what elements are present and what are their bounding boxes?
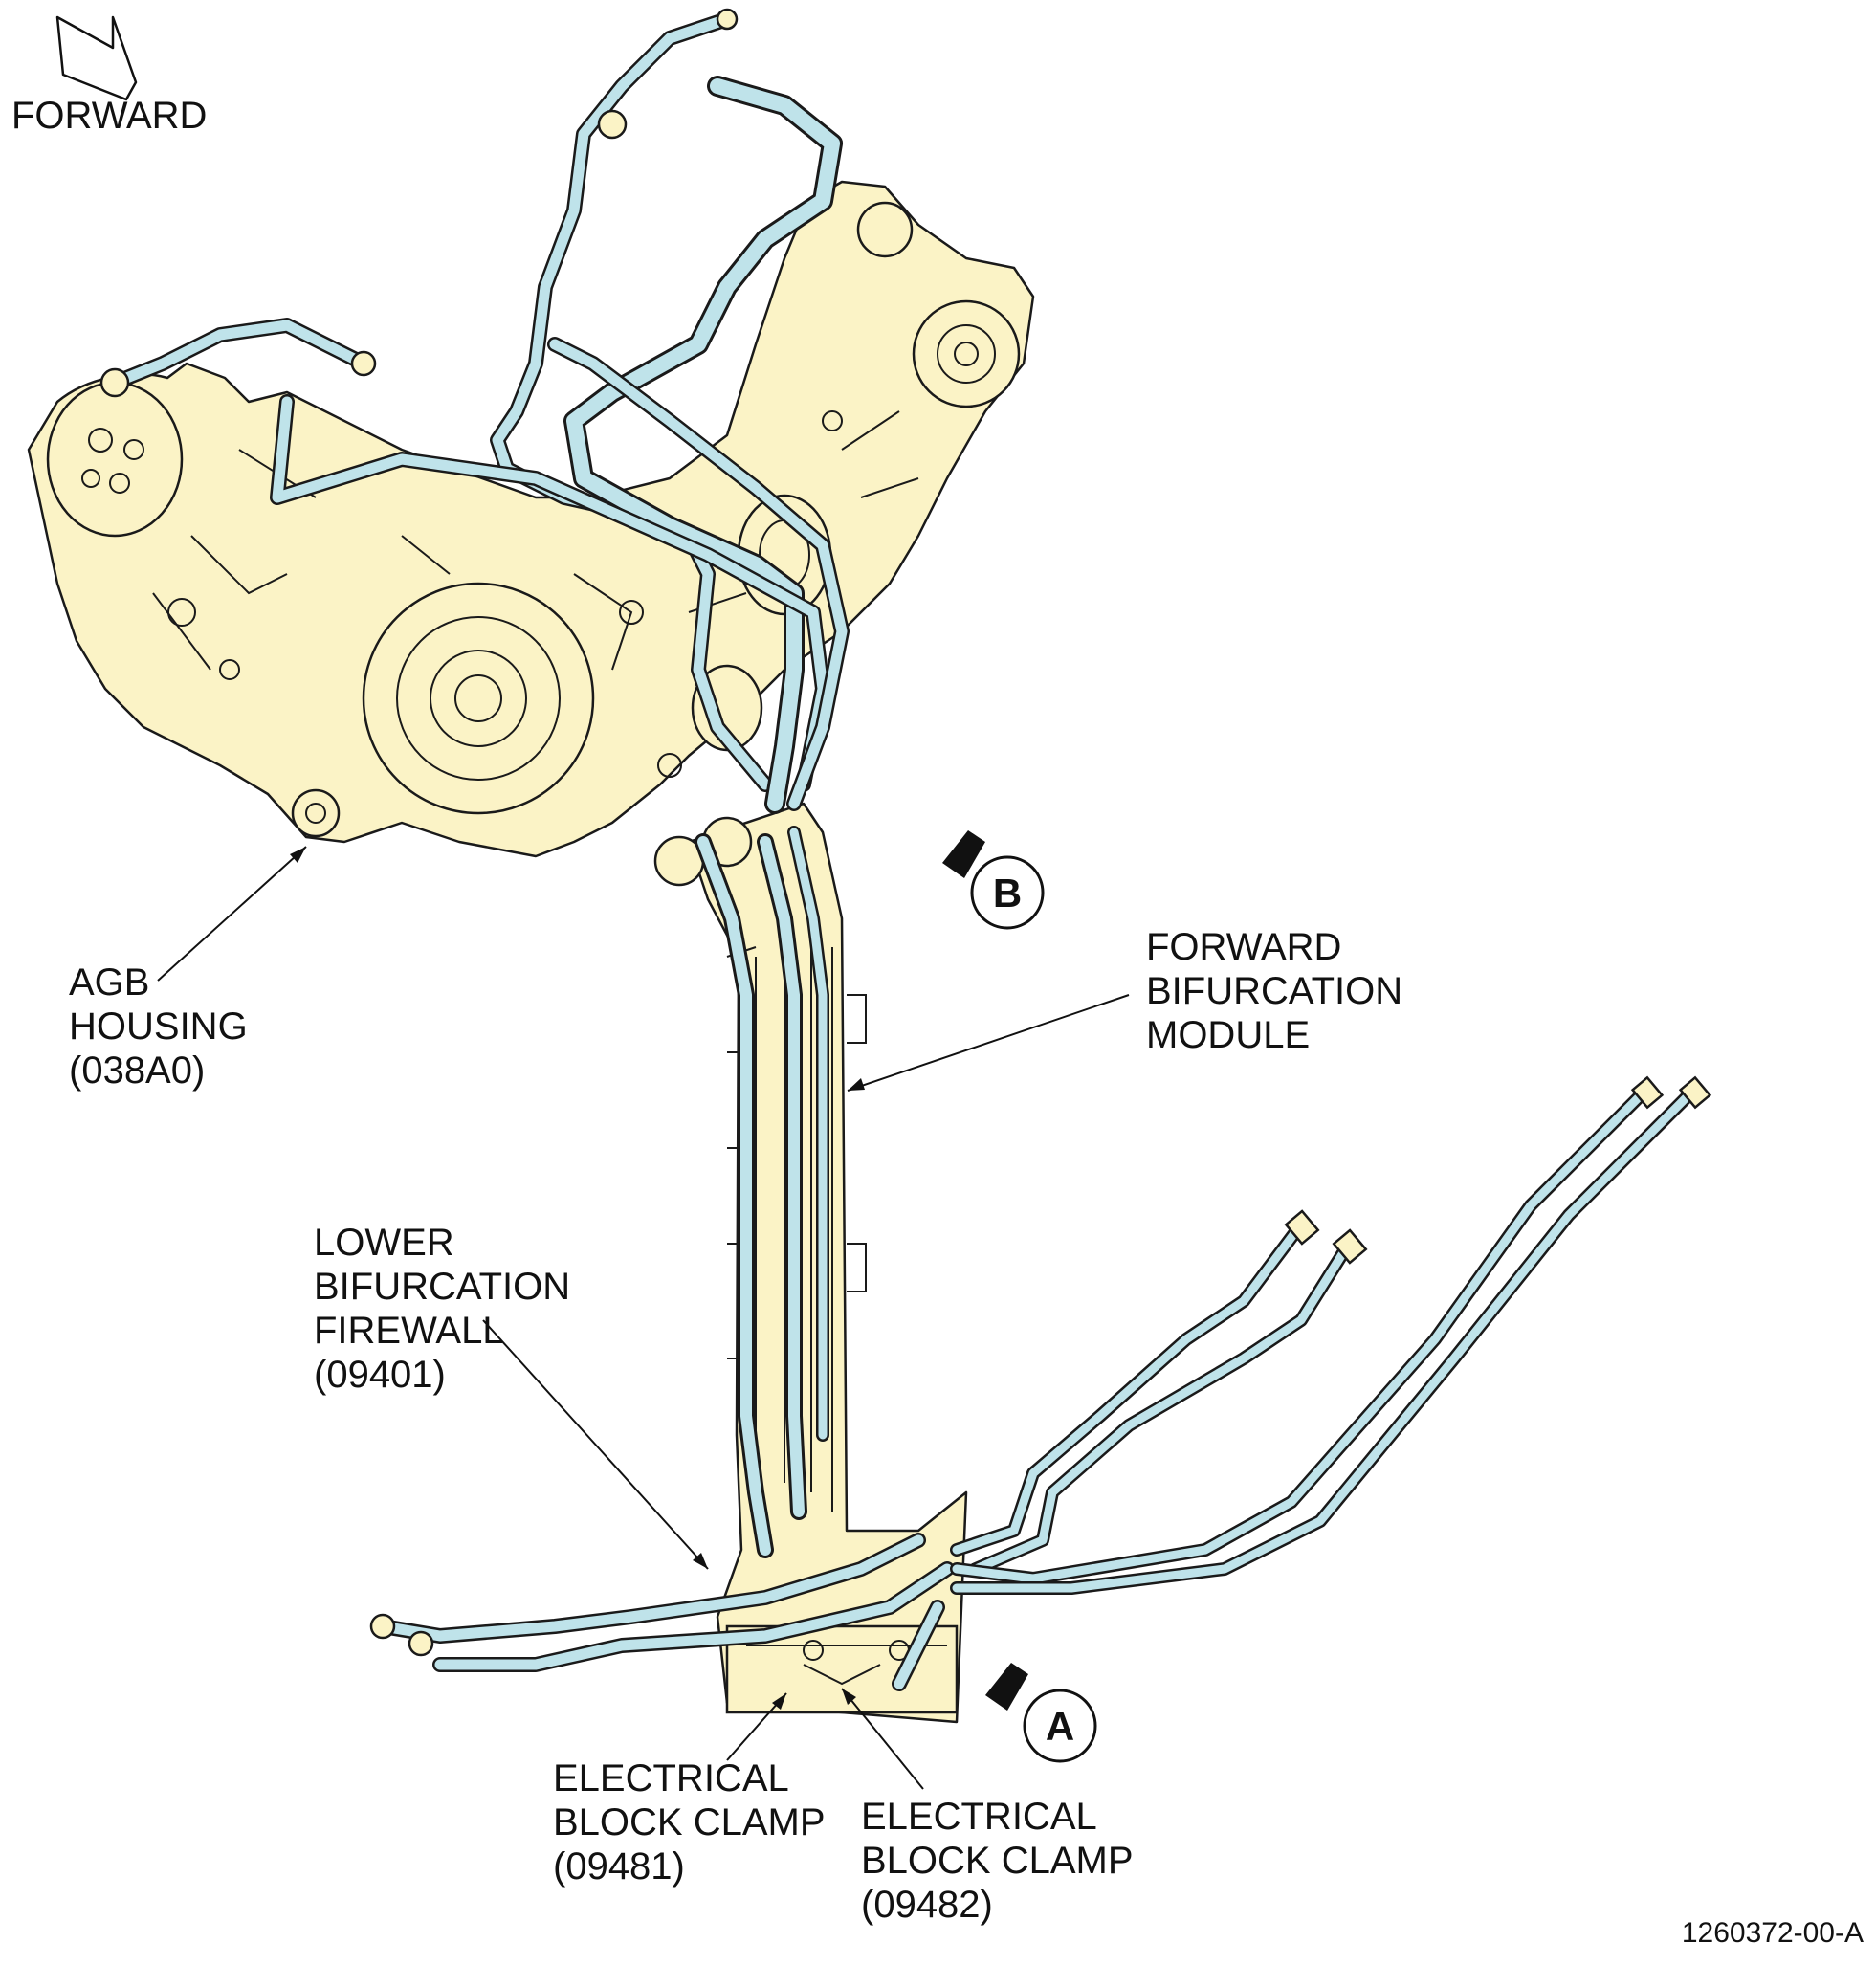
tubing-group (99, 8, 1712, 1691)
electrical-block-clamp-09481-label: ELECTRICAL BLOCK CLAMP (09481) (553, 1757, 835, 1888)
view-callout-b-label: B (993, 871, 1022, 916)
forward-arrow-icon (55, 15, 138, 101)
agb-housing-label: AGB HOUSING (038A0) (69, 961, 258, 1092)
forward-label: FORWARD (11, 95, 207, 137)
view-callout-a-label: A (1046, 1704, 1074, 1749)
lower-bifurcation-firewall-label: LOWER BIFURCATION FIREWALL (09401) (314, 1222, 581, 1396)
view-callout-b: B (942, 830, 1045, 930)
figure-number: 1260372-00-A (1682, 1917, 1864, 1949)
forward-bifurcation-module-label: FORWARD BIFURCATION MODULE (1146, 926, 1413, 1056)
electrical-block-clamp-09482-label: ELECTRICAL BLOCK CLAMP (09482) (861, 1796, 1143, 1926)
view-callout-a: A (985, 1663, 1097, 1763)
leader-lines (157, 846, 1130, 1790)
agb-housing (27, 180, 1035, 858)
